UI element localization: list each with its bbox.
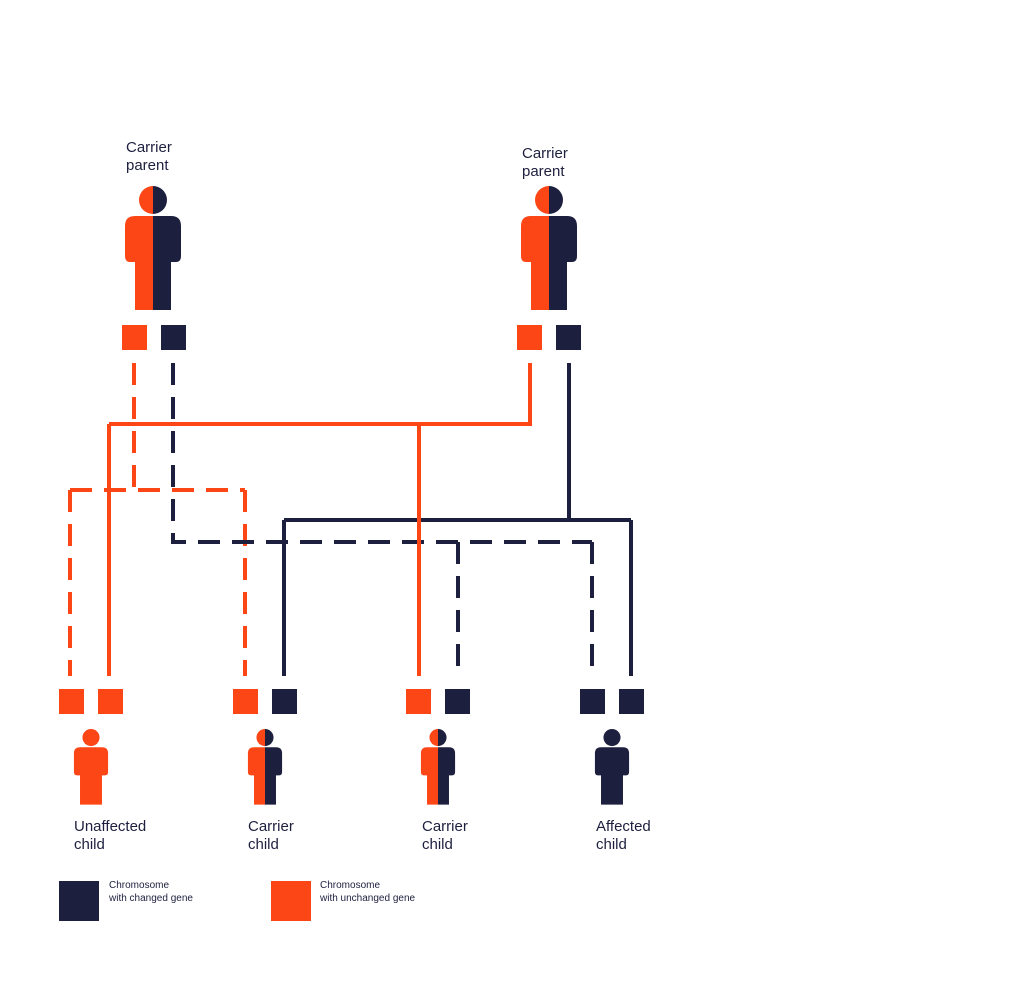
legend-unchanged-swatch xyxy=(271,881,311,921)
child-1-label-line2: child xyxy=(74,836,105,853)
parent-1-chromosome-unchanged xyxy=(122,325,147,350)
parent-1-label-line2: parent xyxy=(126,157,169,174)
p2-unchanged-solid-line xyxy=(107,363,532,676)
child-3-label: Carrier child xyxy=(422,818,468,854)
parent-1-chromosome-changed xyxy=(161,325,186,350)
child-4-label: Affected child xyxy=(596,818,651,854)
parent-2-label: Carrier parent xyxy=(522,145,568,181)
child-1-icon xyxy=(73,729,109,805)
child-2-icon xyxy=(247,729,283,805)
child-1-chromosome-b xyxy=(98,689,123,714)
parent-2-chromosome-changed xyxy=(556,325,581,350)
legend-changed-label: Chromosome with changed gene xyxy=(109,879,193,905)
child-4-label-line2: child xyxy=(596,836,627,853)
child-3-label-line1: Carrier xyxy=(422,818,468,835)
child-3-chromosome-a xyxy=(406,689,431,714)
parent-2-chromosome-unchanged xyxy=(517,325,542,350)
child-2-chromosome-a xyxy=(233,689,258,714)
legend-changed-line1: Chromosome xyxy=(109,880,170,891)
child-3-chromosome-b xyxy=(445,689,470,714)
child-4-icon xyxy=(594,729,630,805)
parent-1-icon xyxy=(125,186,181,310)
child-1-label: Unaffected child xyxy=(74,818,146,854)
child-4-chromosome-a xyxy=(580,689,605,714)
legend-unchanged-label: Chromosome with unchanged gene xyxy=(320,879,415,905)
parent-2-label-line1: Carrier xyxy=(522,145,568,162)
parent-2-icon xyxy=(521,186,577,310)
parent-1-label-line1: Carrier xyxy=(126,139,172,156)
child-2-label-line2: child xyxy=(248,836,279,853)
p1-unchanged-dashed-line xyxy=(68,363,247,676)
legend-unchanged-line1: Chromosome xyxy=(320,880,381,891)
parent-1-label: Carrier parent xyxy=(126,139,172,175)
child-2-label: Carrier child xyxy=(248,818,294,854)
child-2-label-line1: Carrier xyxy=(248,818,294,835)
legend-changed-swatch xyxy=(59,881,99,921)
parent-2-label-line2: parent xyxy=(522,163,565,180)
child-4-chromosome-b xyxy=(619,689,644,714)
p1-changed-dashed-line xyxy=(171,363,594,676)
child-2-chromosome-b xyxy=(272,689,297,714)
legend-changed-line2: with changed gene xyxy=(109,893,193,904)
p2-changed-solid-line xyxy=(282,363,633,676)
legend-unchanged-line2: with unchanged gene xyxy=(320,893,416,904)
child-3-icon xyxy=(420,729,456,805)
child-1-chromosome-a xyxy=(59,689,84,714)
child-3-label-line2: child xyxy=(422,836,453,853)
child-4-label-line1: Affected xyxy=(596,818,651,835)
child-1-label-line1: Unaffected xyxy=(74,818,147,835)
